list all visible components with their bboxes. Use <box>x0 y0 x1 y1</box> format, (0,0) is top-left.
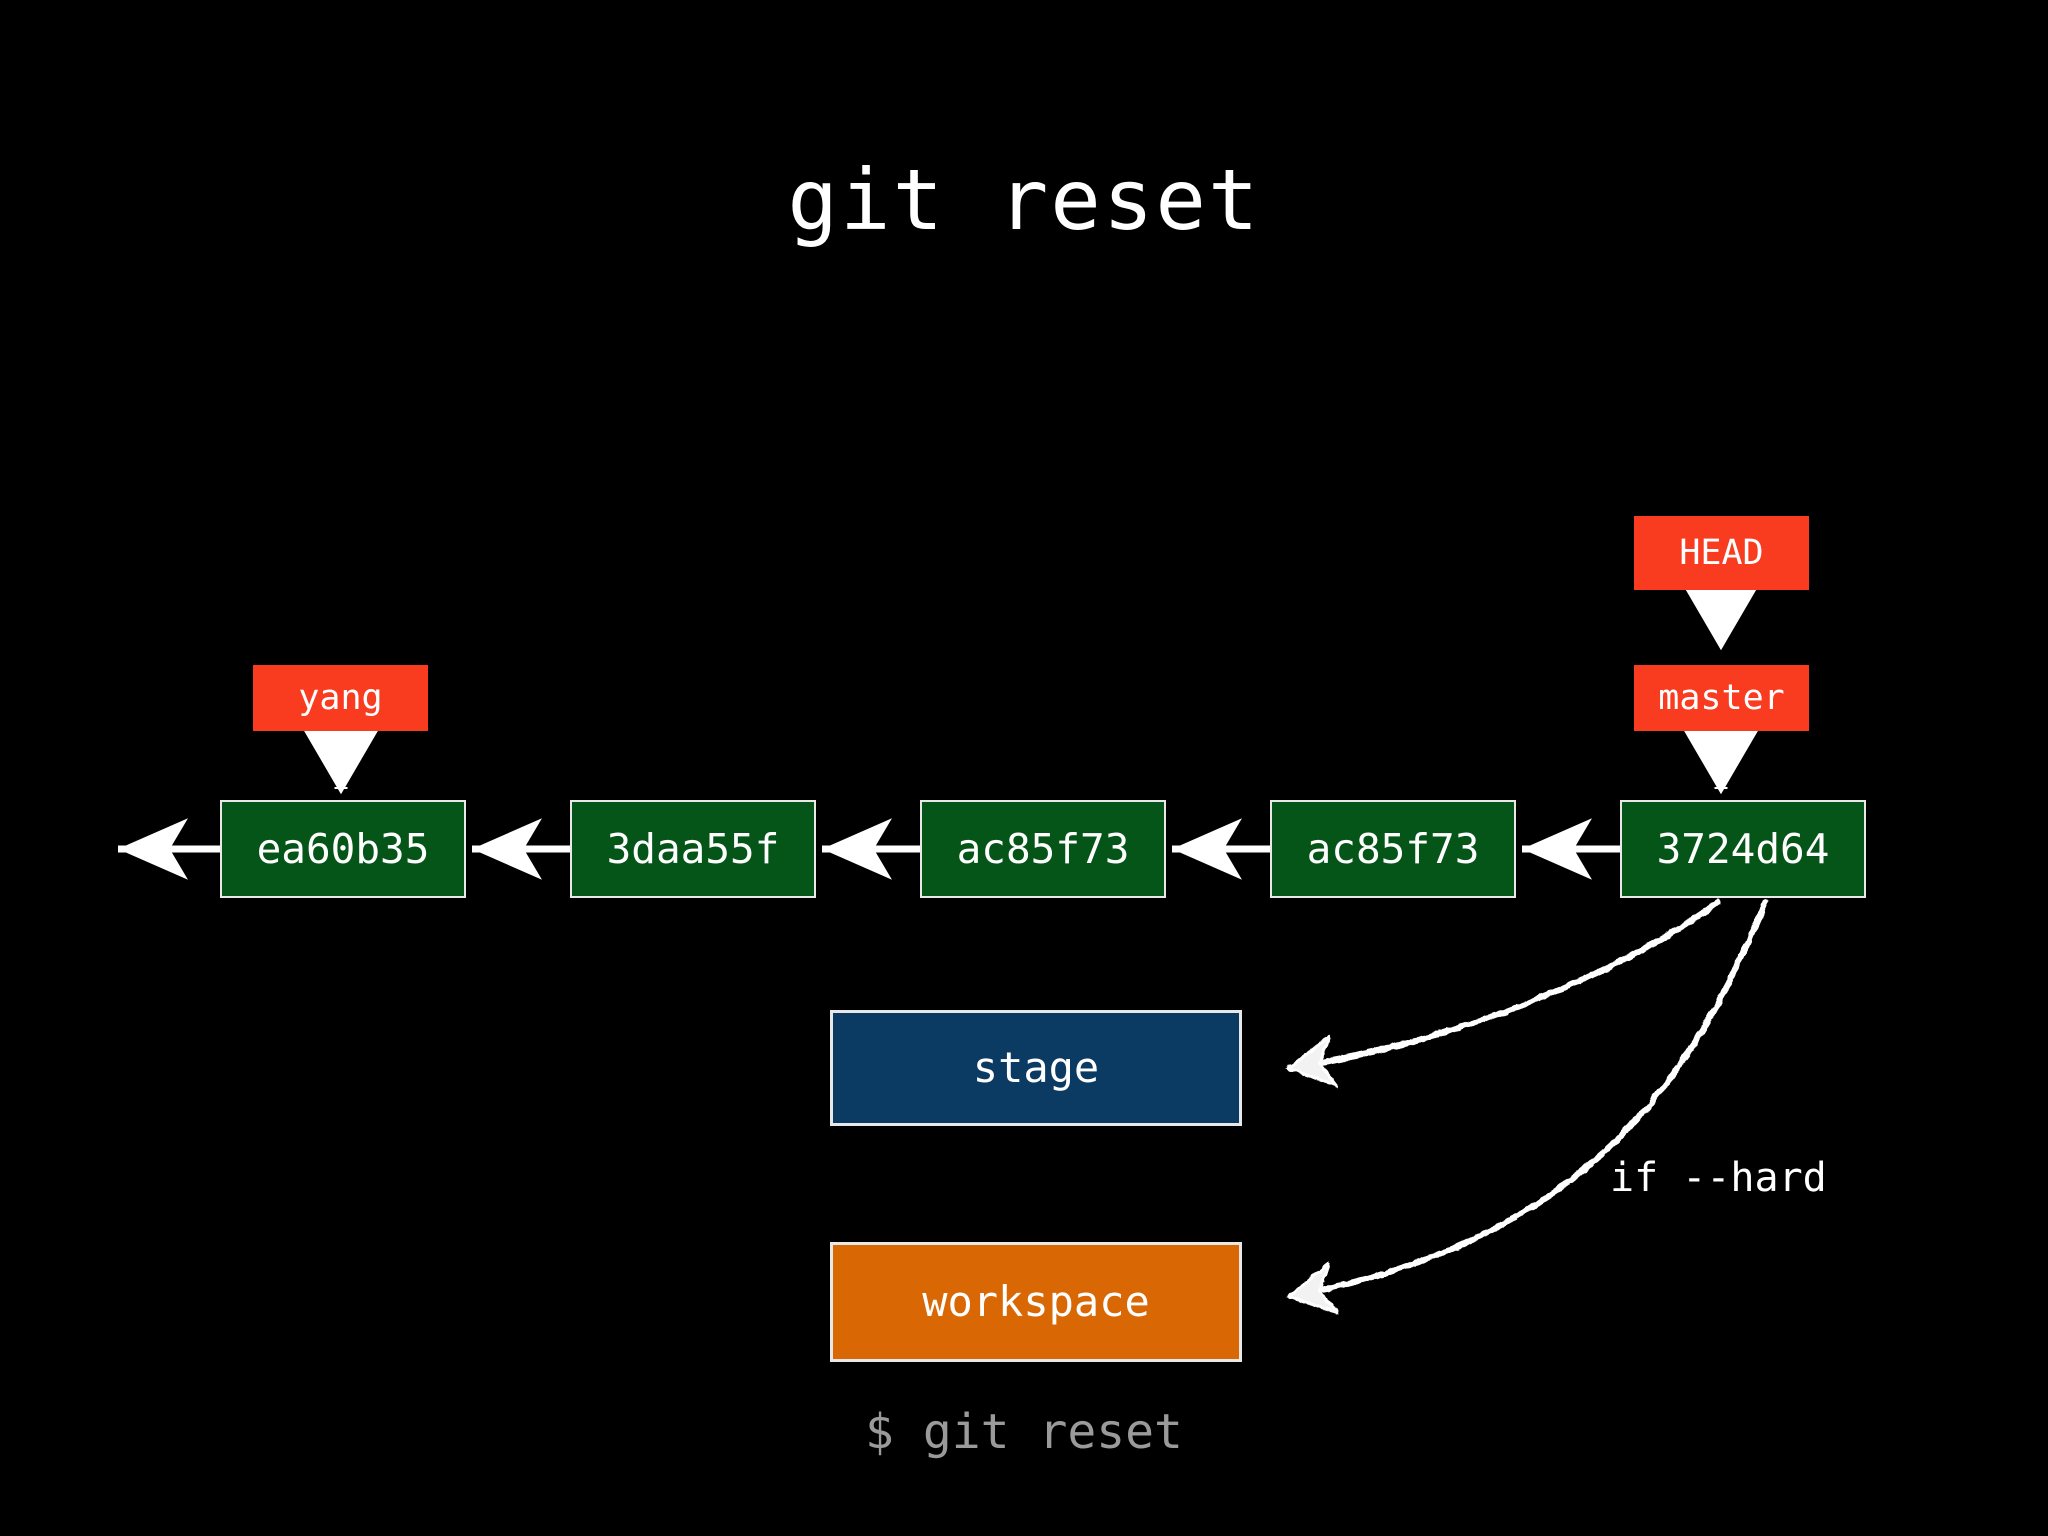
commit-label: ea60b35 <box>256 824 430 873</box>
commit-node-ac85f73-b[interactable]: ac85f73 <box>1270 800 1516 898</box>
ref-label-master[interactable]: master <box>1634 665 1809 731</box>
reset-arrow-to-workspace <box>1290 899 1768 1296</box>
area-box-stage[interactable]: stage <box>830 1010 1242 1126</box>
reset-curve-arrows <box>1290 899 1768 1296</box>
commit-node-3724d64[interactable]: 3724d64 <box>1620 800 1866 898</box>
commit-label: ac85f73 <box>1306 824 1480 873</box>
commit-node-ac85f73-a[interactable]: ac85f73 <box>920 800 1166 898</box>
commit-label: 3daa55f <box>606 824 780 873</box>
area-box-workspace[interactable]: workspace <box>830 1242 1242 1362</box>
ref-label-text: master <box>1658 677 1785 718</box>
page-title: git reset <box>787 151 1261 249</box>
annotation-if-hard: if --hard <box>1610 1155 1827 1201</box>
ref-label-text: HEAD <box>1679 532 1764 573</box>
commit-node-3daa55f[interactable]: 3daa55f <box>570 800 816 898</box>
ref-label-head[interactable]: HEAD <box>1634 516 1809 590</box>
area-label: workspace <box>922 1277 1150 1326</box>
commit-node-ea60b35[interactable]: ea60b35 <box>220 800 466 898</box>
commit-label: ac85f73 <box>956 824 1130 873</box>
commit-label: 3724d64 <box>1656 824 1830 873</box>
ref-label-text: yang <box>298 677 383 718</box>
reset-arrow-to-stage <box>1290 899 1721 1068</box>
ref-label-yang[interactable]: yang <box>253 665 428 731</box>
command-line: $ git reset <box>865 1404 1183 1460</box>
area-label: stage <box>972 1043 1100 1092</box>
ref-pointer-arrows <box>295 572 1767 795</box>
